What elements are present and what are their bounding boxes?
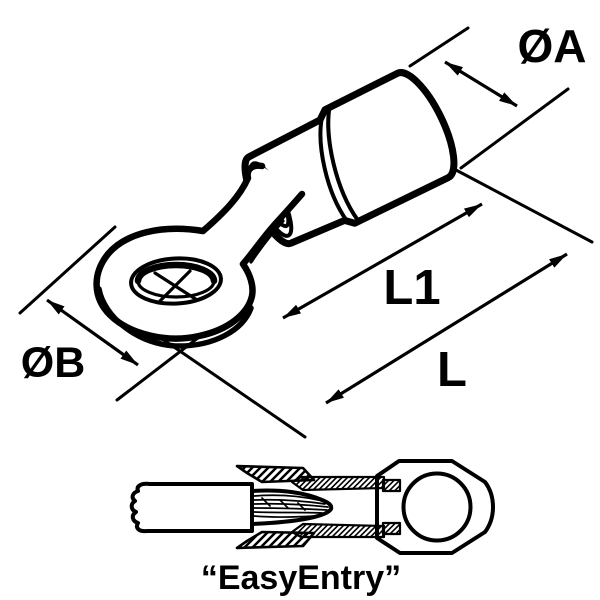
xsec-stud-hole bbox=[401, 471, 473, 543]
dim-arrow-l bbox=[325, 252, 568, 405]
ext-line-length-right bbox=[454, 168, 594, 244]
xsec-tongue-section-lower bbox=[381, 521, 402, 536]
easyentry-cross-section: “EasyEntry” bbox=[129, 459, 495, 597]
sleeve-step-ring-front bbox=[318, 113, 350, 224]
ring-pad-thickness-edge bbox=[96, 286, 254, 349]
xsec-wire-strands bbox=[250, 488, 334, 526]
ext-line-dia-a-upper bbox=[408, 26, 470, 68]
tongue-ring-fill bbox=[96, 165, 302, 339]
dim-label-dia-b: ØB bbox=[21, 339, 86, 387]
dim-label-dia-a: ØA bbox=[518, 20, 587, 72]
sleeve-step-ring-back bbox=[326, 105, 360, 222]
xsec-insulation-wall-lower bbox=[235, 530, 316, 550]
hole-center-cross-mark bbox=[153, 269, 199, 304]
tongue-thickness-edge bbox=[249, 219, 285, 264]
easyentry-caption: “EasyEntry” bbox=[201, 559, 401, 597]
dimension-arrows bbox=[46, 60, 568, 405]
dim-arrow-dia-b bbox=[46, 298, 139, 367]
tongue-and-ring bbox=[93, 162, 306, 349]
terminal-isometric-view bbox=[93, 69, 458, 349]
dim-label-l: L bbox=[437, 343, 467, 397]
xsec-tongue-section-upper bbox=[381, 478, 402, 493]
dimension-labels: ØA ØB L1 L bbox=[21, 20, 587, 397]
xsec-insulation-wall-upper bbox=[235, 464, 316, 484]
xsec-cable bbox=[129, 481, 254, 534]
dim-arrow-dia-a bbox=[444, 60, 518, 108]
ext-line-dia-b-left bbox=[18, 225, 117, 315]
dim-label-l1: L1 bbox=[383, 261, 440, 315]
stud-hole-wall-upper bbox=[134, 261, 218, 285]
stud-hole-rim bbox=[129, 256, 223, 306]
ext-line-dia-a-lower bbox=[459, 87, 570, 170]
ext-line-length-left bbox=[156, 334, 307, 439]
stud-hole-wall-lower bbox=[136, 279, 216, 299]
